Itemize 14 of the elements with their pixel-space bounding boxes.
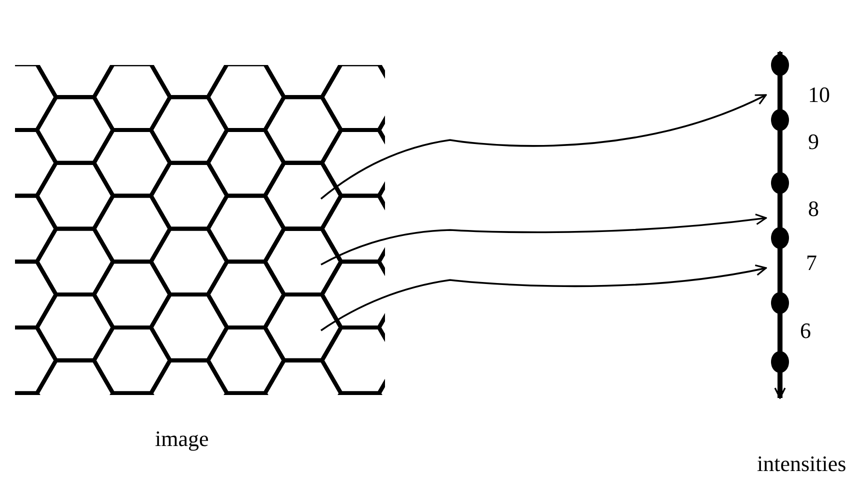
tick-label: 8 [808, 198, 819, 220]
hexagon-cell [262, 160, 344, 231]
tick-label: 9 [808, 131, 819, 153]
hexagon-cell [262, 226, 344, 296]
hexagon-cell [262, 292, 344, 362]
arrow [320, 264, 767, 332]
number-line [771, 51, 789, 399]
image-caption: image [155, 428, 209, 450]
arrow [320, 94, 767, 200]
axis-caption: intensities [757, 453, 846, 475]
tick-label: 10 [808, 84, 830, 106]
arrow [320, 213, 767, 266]
tick-label: 6 [800, 320, 811, 342]
tick-label: 7 [806, 252, 817, 274]
